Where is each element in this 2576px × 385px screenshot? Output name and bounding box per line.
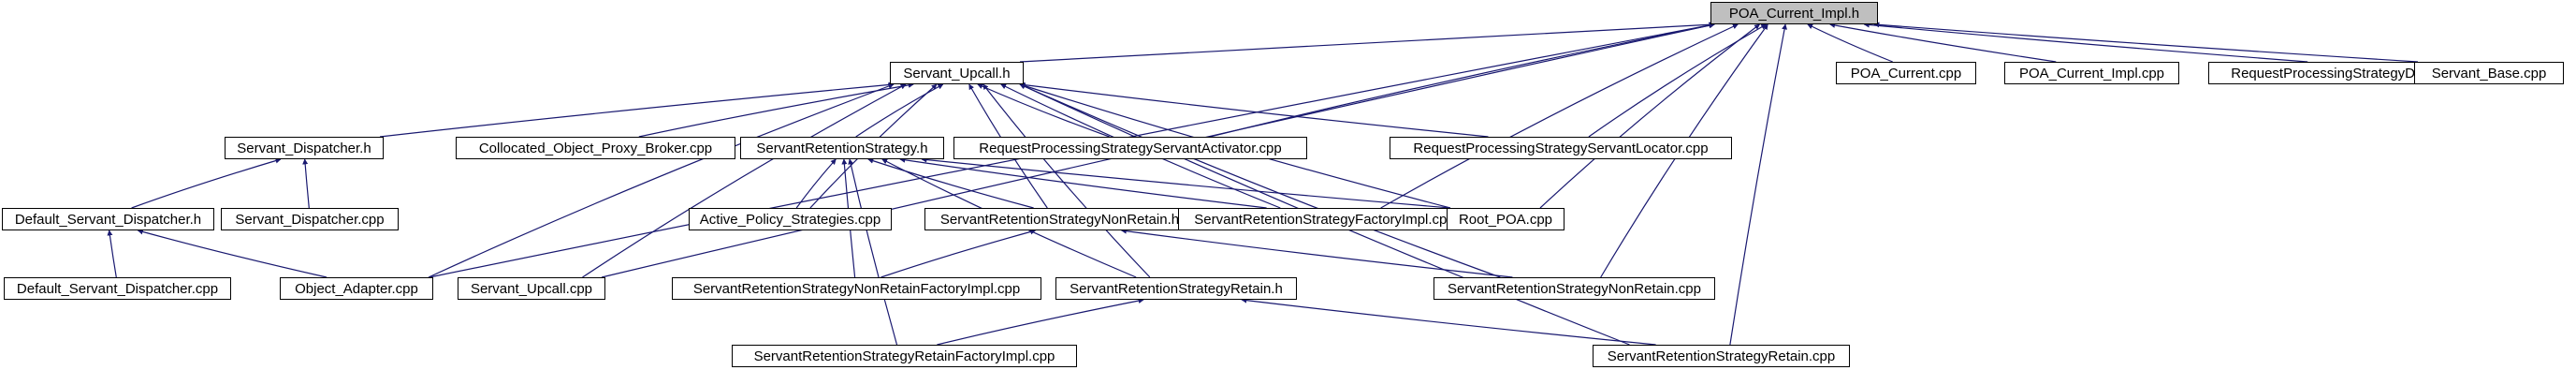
graph-node-active_policy_strategies_cpp[interactable]: Active_Policy_Strategies.cpp	[689, 208, 892, 230]
graph-edge	[379, 81, 895, 138]
graph-edge	[880, 229, 1037, 278]
graph-edge	[638, 81, 914, 138]
graph-node-label: ServantRetentionStrategyRetain.cpp	[1607, 348, 1836, 364]
graph-edge	[1120, 228, 1513, 278]
graph-node-label: Default_Servant_Dispatcher.cpp	[16, 280, 219, 297]
graph-node-label: POA_Current_Impl.h	[1728, 5, 1860, 22]
graph-edge	[131, 157, 282, 209]
graph-edge	[899, 156, 1267, 209]
graph-node-srs_retain_h[interactable]: ServantRetentionStrategyRetain.h	[1055, 277, 1297, 300]
graph-node-srs_nonretain_cpp[interactable]: ServantRetentionStrategyNonRetain.cpp	[1434, 277, 1715, 300]
graph-node-label: Servant_Dispatcher.cpp	[235, 211, 385, 228]
graph-node-rps_servant_locator_cpp[interactable]: RequestProcessingStrategyServantLocator.…	[1390, 137, 1732, 159]
graph-node-label: ServantRetentionStrategyNonRetain.cpp	[1448, 280, 1701, 297]
graph-edge	[1019, 22, 1715, 63]
graph-node-default_servant_dispatcher_h[interactable]: Default_Servant_Dispatcher.h	[2, 208, 214, 230]
graph-node-srs_retain_cpp[interactable]: ServantRetentionStrategyRetain.cpp	[1593, 345, 1850, 367]
graph-node-label: ServantRetentionStrategyNonRetain.h	[939, 211, 1180, 228]
graph-edge	[1241, 297, 1656, 346]
graph-edge	[1729, 23, 1788, 346]
graph-edge	[1873, 22, 2419, 63]
graph-node-servant_base_cpp[interactable]: Servant_Base.cpp	[2414, 62, 2564, 84]
graph-edge	[848, 158, 898, 346]
graph-edge	[795, 158, 837, 209]
graph-edge	[1807, 23, 1893, 63]
graph-node-label: RequestProcessingStrategyServantLocator.…	[1413, 140, 1709, 156]
graph-edge	[1380, 23, 1739, 209]
graph-edge	[107, 230, 117, 278]
graph-edge	[921, 156, 1451, 209]
graph-edge	[982, 83, 1151, 278]
graph-node-poa_current_impl_cpp[interactable]: POA_Current_Impl.cpp	[2004, 62, 2179, 84]
graph-edge	[1829, 22, 2057, 63]
graph-node-label: ServantRetentionStrategyNonRetainFactory…	[692, 280, 1021, 297]
graph-node-root_poa_cpp[interactable]: Root_POA.cpp	[1447, 208, 1565, 230]
graph-edge	[582, 83, 907, 278]
graph-node-label: RequestProcessingStrategyServantActivato…	[979, 140, 1282, 156]
graph-node-label: ServantRetentionStrategyFactoryImpl.cpp	[1194, 211, 1455, 228]
graph-node-srs_nonretain_h[interactable]: ServantRetentionStrategyNonRetain.h	[924, 208, 1195, 230]
graph-node-servant_upcall_h[interactable]: Servant_Upcall.h	[890, 62, 1024, 84]
graph-node-label: Active_Policy_Strategies.cpp	[699, 211, 881, 228]
graph-node-label: Servant_Base.cpp	[2431, 65, 2547, 81]
graph-node-servant_dispatcher_h[interactable]: Servant_Dispatcher.h	[225, 137, 384, 159]
graph-node-label: Default_Servant_Dispatcher.h	[14, 211, 202, 228]
graph-node-default_servant_dispatcher_cpp[interactable]: Default_Servant_Dispatcher.cpp	[4, 277, 231, 300]
graph-edge	[1209, 22, 1715, 138]
graph-node-label: ServantRetentionStrategy.h	[756, 140, 928, 156]
graph-node-label: Servant_Upcall.cpp	[470, 280, 593, 297]
graph-edge	[1019, 83, 1501, 278]
graph-edge	[977, 83, 1110, 138]
graph-node-servant_upcall_cpp[interactable]: Servant_Upcall.cpp	[458, 277, 605, 300]
graph-edge	[1588, 23, 1768, 138]
graph-edge	[428, 83, 895, 278]
graph-node-label: Collocated_Object_Proxy_Broker.cpp	[478, 140, 713, 156]
graph-node-servant_dispatcher_cpp[interactable]: Servant_Dispatcher.cpp	[221, 208, 399, 230]
graph-node-label: Servant_Upcall.h	[903, 65, 1011, 81]
graph-edge	[1019, 81, 1489, 138]
graph-edge	[1539, 23, 1760, 209]
graph-node-label: Root_POA.cpp	[1458, 211, 1553, 228]
graph-node-label: Object_Adapter.cpp	[295, 280, 418, 297]
graph-node-srs_nonretain_factory_impl_cpp[interactable]: ServantRetentionStrategyNonRetainFactory…	[672, 277, 1041, 300]
graph-node-label: ServantRetentionStrategyRetain.h	[1070, 280, 1283, 297]
graph-node-servant_retention_strategy_h[interactable]: ServantRetentionStrategy.h	[740, 137, 944, 159]
graph-edge	[302, 158, 310, 209]
graph-edge	[855, 83, 944, 138]
graph-edge	[1863, 22, 2308, 63]
graph-node-poa_current_cpp[interactable]: POA_Current.cpp	[1836, 62, 1976, 84]
graph-node-collocated_proxy_broker_cpp[interactable]: Collocated_Object_Proxy_Broker.cpp	[456, 137, 735, 159]
graph-node-label: POA_Current_Impl.cpp	[2018, 65, 2165, 81]
graph-node-srs_retain_factory_impl_cpp[interactable]: ServantRetentionStrategyRetainFactoryImp…	[732, 345, 1077, 367]
graph-node-srs_factory_impl_cpp[interactable]: ServantRetentionStrategyFactoryImpl.cpp	[1178, 208, 1471, 230]
graph-edge	[137, 229, 327, 278]
graph-edge	[937, 298, 1144, 346]
graph-edge	[867, 157, 1034, 209]
graph-node-label: POA_Current.cpp	[1850, 65, 1962, 81]
graph-node-object_adapter_cpp[interactable]: Object_Adapter.cpp	[280, 277, 433, 300]
graph-node-poa_current_impl_h[interactable]: POA_Current_Impl.h	[1710, 2, 1878, 24]
graph-node-label: Servant_Dispatcher.h	[237, 140, 371, 156]
graph-node-label: ServantRetentionStrategyRetainFactoryImp…	[753, 348, 1055, 364]
graph-node-rps_servant_activator_cpp[interactable]: RequestProcessingStrategyServantActivato…	[953, 137, 1307, 159]
